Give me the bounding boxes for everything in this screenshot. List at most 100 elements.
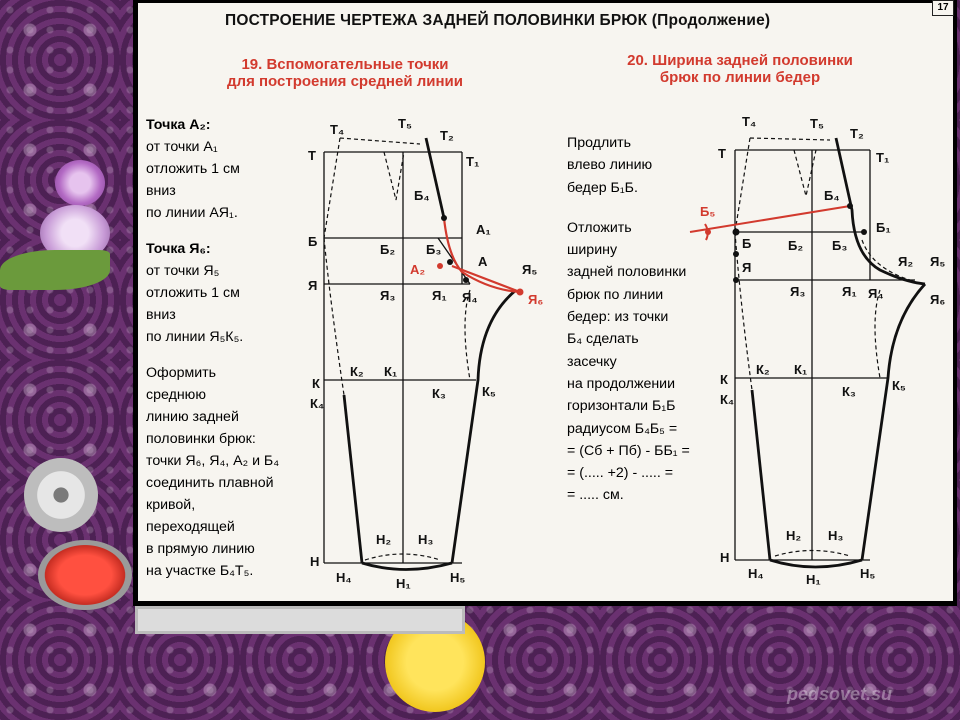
section20-heading: 20. Ширина задней половинки брюк по лини… <box>590 52 890 86</box>
label-t2: Т₂ <box>440 128 454 143</box>
label-k3: К₃ <box>432 386 446 401</box>
side-dash <box>323 137 341 239</box>
section20-text: Продлить влево линию бедер Б₁Б. Отложить… <box>567 132 690 507</box>
point-b <box>732 228 740 236</box>
label-n1: Н₁ <box>806 572 821 587</box>
label-ya6: Я₆ <box>528 292 543 307</box>
waist-dash <box>749 137 831 141</box>
hem-dash <box>774 549 851 557</box>
label-a1: А₁ <box>476 222 491 237</box>
step-line: вниз <box>146 183 176 199</box>
label-b1: Б₁ <box>876 220 891 235</box>
hem-dash <box>364 553 441 561</box>
point-ya4 <box>463 277 469 283</box>
step-line: среднюю <box>146 387 206 403</box>
label-b2: Б₂ <box>788 238 803 253</box>
step-line: переходящей <box>146 519 235 535</box>
point-a <box>447 259 453 265</box>
step-line: = (..... +2) - ..... = <box>567 465 674 482</box>
hem-curve <box>769 558 863 569</box>
label-k: К <box>720 372 728 387</box>
label-t5: Т₅ <box>810 116 824 131</box>
label-k2: К₂ <box>756 362 770 377</box>
red-thread-spool <box>38 540 132 610</box>
step-line: соединить плавной <box>146 475 274 491</box>
point-ya6 <box>516 288 524 296</box>
label-ya1: Я₁ <box>842 284 857 299</box>
label-ya: Я <box>742 260 751 275</box>
step-line: в прямую линию <box>146 541 255 557</box>
step-line: Продлить <box>567 135 632 151</box>
step-line: кривой, <box>146 497 196 513</box>
step-line: на участке Б₄Т₅. <box>146 563 254 579</box>
label-ya2: Я₂ <box>898 254 913 269</box>
inseam-dash <box>464 289 471 381</box>
label-t: Т <box>308 148 316 163</box>
label-n2: Н₂ <box>786 528 801 543</box>
step-line: Точка А₂: <box>146 117 211 133</box>
point-b5 <box>705 229 711 235</box>
label-n: Н <box>720 550 729 565</box>
label-n1: Н₁ <box>396 576 411 591</box>
label-ya5: Я₅ <box>522 262 537 277</box>
step-line: отложить 1 см <box>146 285 240 301</box>
label-b: Б <box>742 236 751 251</box>
step-line: точки Я₆, Я₄, А₂ и Б₄ <box>146 453 280 469</box>
side-dash-lower <box>323 237 345 396</box>
step-line: Точка Я₆: <box>146 241 211 257</box>
point-b4 <box>847 203 853 209</box>
step-line: брюк по линии <box>567 286 664 303</box>
leaf-decoration <box>0 250 110 290</box>
inseam <box>860 283 927 561</box>
step-line: влево линию <box>567 157 653 174</box>
label-ya3: Я₃ <box>380 288 395 303</box>
board-shelf <box>135 606 465 634</box>
red-radius-line <box>689 205 851 233</box>
label-k4: К₄ <box>720 392 734 407</box>
section20-heading-line1: 20. Ширина задней половинки <box>627 52 853 69</box>
label-n5: Н₅ <box>860 566 875 581</box>
section19-heading: 19. Вспомогательные точки для построения… <box>190 56 500 90</box>
label-b3: Б₃ <box>832 238 847 253</box>
step-line: вниз <box>146 307 176 323</box>
label-b4: Б₄ <box>414 188 430 203</box>
label-n3: Н₃ <box>418 532 433 547</box>
step-line: от точки А₁ <box>146 139 218 155</box>
step-line: по линии Я₅К₅. <box>146 329 244 345</box>
label-b: Б <box>308 234 317 249</box>
point-ya <box>733 277 739 283</box>
step-line: задней половинки <box>567 264 687 281</box>
label-ya4: Я₄ <box>868 286 884 301</box>
label-a2: А₂ <box>410 262 425 277</box>
label-b5: Б₅ <box>700 204 715 219</box>
point-a2 <box>437 263 443 269</box>
dart-1 <box>793 149 817 197</box>
label-n: Н <box>310 554 319 569</box>
thread-bobbin <box>24 458 98 532</box>
label-ya3: Я₃ <box>790 284 805 299</box>
side-dash <box>734 137 751 233</box>
label-t1: Т₁ <box>876 150 889 165</box>
step-line: на продолжении <box>567 375 676 392</box>
step-line: бедер Б₁Б. <box>567 179 638 196</box>
step-line: горизонтали Б₁Б <box>567 398 676 415</box>
flower-decoration <box>55 160 105 206</box>
label-t4: Т₄ <box>330 122 344 137</box>
hem-curve <box>361 561 453 571</box>
worksheet-paper <box>138 3 953 601</box>
step-line: отложить 1 см <box>146 161 240 177</box>
point-mid <box>733 251 739 257</box>
inseam <box>450 288 517 564</box>
label-t: Т <box>718 146 726 161</box>
point-b1 <box>861 229 867 235</box>
side-seam <box>750 389 772 561</box>
step-line: ширину <box>567 242 618 259</box>
step-line: Б₄ сделать <box>567 331 639 348</box>
step-line: половинки брюк: <box>146 431 256 447</box>
step-line: линию задней <box>146 409 239 425</box>
diagram-1: Т₄ Т₅ Т₂ Т Т₁ Б₄ А₁ Б Б₂ Б₃ А А₂ Я₅ Я Я₃… <box>308 116 543 591</box>
label-t1: Т₁ <box>466 154 479 169</box>
label-t2: Т₂ <box>850 126 864 141</box>
dart-1 <box>383 151 405 201</box>
